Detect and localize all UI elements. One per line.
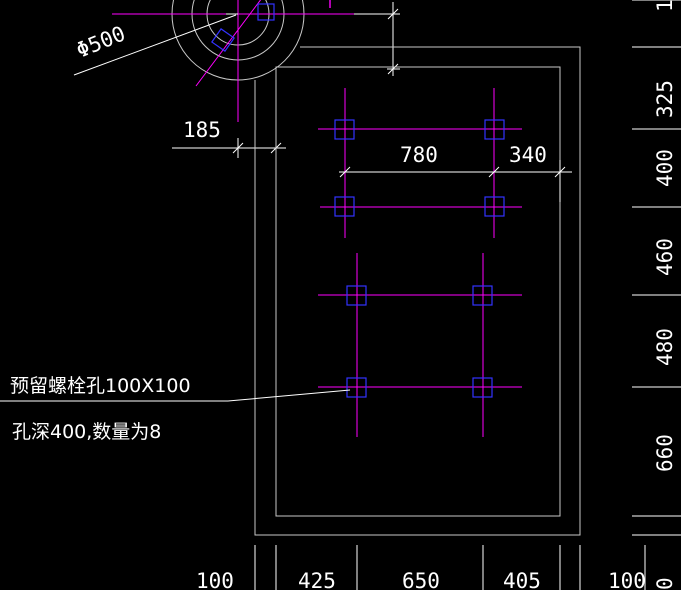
offset-dimension-label: 185	[183, 118, 221, 142]
inner-outline	[275, 66, 561, 517]
bottom-dimension-label: 0	[653, 577, 677, 590]
leader-line	[73, 14, 237, 76]
bottom-dimension-label: 650	[402, 569, 440, 590]
bolt-hole	[334, 119, 355, 140]
bolt-hole	[334, 196, 355, 217]
bolt-hole	[472, 285, 493, 306]
bolt-hole	[484, 196, 505, 217]
bolt-hole	[472, 377, 493, 398]
bolt-holes	[334, 119, 505, 398]
pipe-group	[112, 0, 355, 122]
pipe-vertical-dimension	[354, 2, 400, 76]
bottom-dimension-label: 100	[608, 569, 646, 590]
span-dimension: 780 340	[339, 143, 572, 202]
bolt-hole	[484, 119, 505, 140]
pipe-centerline-diagonal	[195, 0, 262, 87]
foundation-outline	[254, 46, 581, 536]
right-dimension-label: 325	[653, 80, 677, 118]
bottom-dimension-label: 100	[196, 569, 234, 590]
bottom-dimension-label: 405	[503, 569, 541, 590]
outer-outline	[254, 46, 581, 536]
span-dimension-label: 780	[400, 143, 438, 167]
bottom-dimension-row: 100 425 650 405 100 0	[196, 545, 677, 590]
right-dimension-label: 400	[653, 149, 677, 187]
annotation-line-2: 孔深400,数量为8	[12, 421, 161, 443]
annotation-leader	[227, 389, 351, 402]
pipe-diameter-label: Φ500	[73, 21, 129, 62]
right-dimension-column: 10 325 400 460 480 660	[632, 0, 681, 536]
right-dimension-label: 10	[653, 0, 677, 12]
edge-dimension-label: 340	[509, 143, 547, 167]
right-dimension-label: 460	[653, 238, 677, 276]
bolt-hole	[346, 285, 367, 306]
bolt-grid-lines	[318, 88, 522, 437]
offset-dimension: 185	[172, 118, 286, 158]
bolt-hole-annotation: 预留螺栓孔100X100 孔深400,数量为8	[0, 375, 351, 443]
right-dimension-label: 660	[653, 434, 677, 472]
pipe-bolt-hole-bottom	[211, 28, 235, 52]
bolt-hole	[346, 377, 367, 398]
pipe-bolt-hole-top	[257, 3, 275, 21]
pipe-diameter-leader: Φ500	[73, 13, 238, 76]
annotation-line-1: 预留螺栓孔100X100	[10, 375, 191, 397]
bottom-dimension-label: 425	[298, 569, 336, 590]
right-dimension-label: 480	[653, 328, 677, 366]
